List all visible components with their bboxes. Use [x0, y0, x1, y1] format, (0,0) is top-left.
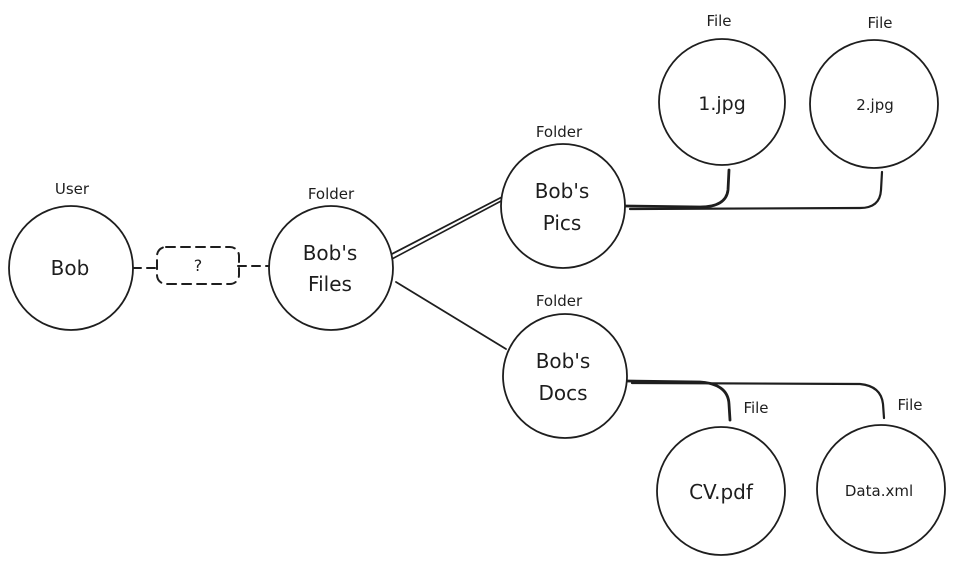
node-label: Bob	[51, 256, 90, 280]
node-user-bob: User Bob	[8, 180, 134, 331]
node-type-label: File	[867, 14, 892, 32]
node-folder-bobs-files: Folder Bob's Files	[268, 185, 394, 331]
node-type-label: File	[706, 12, 731, 30]
node-circle	[500, 143, 626, 269]
connector-docs-to-dataxml	[630, 381, 886, 420]
connector-docs-to-cvpdf	[625, 379, 732, 422]
node-type-label: Folder	[536, 123, 583, 141]
node-circle	[502, 313, 628, 439]
relationship-dashed-rect	[156, 246, 240, 285]
node-circle	[658, 38, 786, 166]
node-circle	[8, 205, 134, 331]
node-file-1jpg: File 1.jpg	[658, 12, 786, 166]
node-label: 2.jpg	[856, 96, 894, 114]
node-type-label: Folder	[308, 185, 355, 203]
connector-pics-to-files	[622, 168, 731, 209]
node-file-cvpdf: File CV.pdf	[656, 399, 786, 556]
node-type-label: User	[55, 180, 90, 198]
connector-files-to-docs	[395, 281, 507, 350]
node-type-label: Folder	[536, 292, 583, 310]
unknown-relationship-box: ?	[156, 246, 240, 285]
node-label-line-1: Bob's	[536, 349, 591, 373]
node-circle	[816, 424, 946, 554]
node-circle	[268, 205, 394, 331]
node-type-label: File	[897, 396, 922, 414]
node-file-2jpg: File 2.jpg	[809, 14, 939, 169]
node-type-label: File	[743, 399, 768, 417]
connectors	[132, 168, 886, 422]
node-circle	[809, 39, 939, 169]
node-label-line-2: Docs	[538, 381, 587, 405]
connector-files-to-pics	[387, 196, 503, 257]
node-label: Data.xml	[845, 482, 913, 500]
connector-files-to-pics-sketch	[389, 199, 504, 261]
node-label-line-1: Bob's	[535, 179, 590, 203]
node-label: CV.pdf	[689, 480, 754, 504]
node-file-dataxml: File Data.xml	[816, 396, 946, 554]
node-label-line-2: Pics	[543, 211, 582, 235]
node-label-line-1: Bob's	[303, 241, 358, 265]
node-label-line-2: Files	[308, 272, 352, 296]
node-label: 1.jpg	[698, 93, 746, 115]
node-folder-bobs-pics: Folder Bob's Pics	[500, 123, 626, 269]
node-folder-bobs-docs: Folder Bob's Docs	[502, 292, 628, 439]
relationship-label: ?	[194, 256, 203, 275]
connector-pics-to-2jpg	[628, 170, 884, 211]
node-circle	[656, 426, 786, 556]
